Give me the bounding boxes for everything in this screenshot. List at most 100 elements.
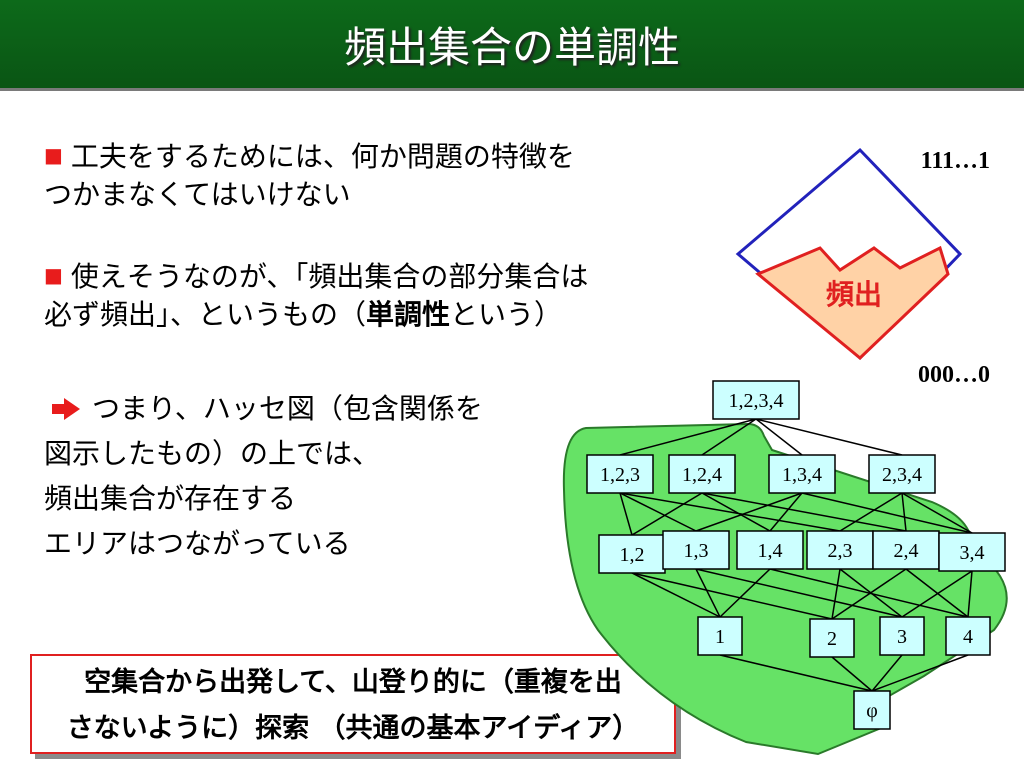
- hasse-edge: [839, 492, 903, 532]
- hasse-edge: [905, 568, 969, 618]
- bullet-2-line2-post: という）: [450, 298, 563, 331]
- hasse-edge: [701, 492, 771, 532]
- hasse-edge: [695, 492, 803, 532]
- hasse-node-label: 2: [827, 628, 837, 650]
- hasse-edge: [631, 572, 721, 618]
- hasse-edge: [967, 570, 973, 618]
- hasse-node-box: [809, 618, 855, 658]
- hasse-node-label: 1,3: [684, 540, 709, 562]
- hasse-edge: [755, 418, 903, 456]
- bottom-label: 000…0: [918, 362, 990, 388]
- bullet-2-line2-pre: 必ず頻出」、というもの（: [44, 298, 367, 331]
- hasse-diagram: 1,2,3,4 1,2,3 1,2,4 1,3,4 2,3,4 1,2 1,3 1,4 2,3 2…: [562, 380, 1008, 756]
- hasse-node: 1,2,4: [668, 454, 736, 494]
- hasse-node-label: 1,2,4: [682, 464, 722, 486]
- hasse-edge: [831, 656, 873, 692]
- hasse-edge: [769, 492, 803, 532]
- bullet-1-line1: 工夫をするためには、何か問題の特徴を: [70, 140, 575, 173]
- hasse-node-label: 3,4: [960, 542, 985, 564]
- frequent-label: 頻出: [826, 278, 882, 311]
- bullet-2: ■ 使えそうなのが、「頻出集合の部分集合は 必ず頻出」、というもの（単調性という）: [44, 256, 588, 334]
- frequent-region: [755, 245, 950, 361]
- hasse-node: 1,2,3: [586, 454, 654, 494]
- hasse-node-box: [668, 454, 736, 494]
- hasse-edge: [831, 568, 907, 620]
- hasse-edge: [631, 492, 703, 536]
- hasse-node-label: φ: [866, 700, 878, 722]
- bullet-2-line2: 必ず頻出」、というもの（単調性という）: [44, 296, 588, 334]
- hasse-node: 2,4: [872, 530, 940, 570]
- callout-line1: 空集合から出発して、山登り的に（重複を出: [84, 667, 622, 698]
- bullet-3-line3: 頻出集合が存在する: [44, 482, 297, 515]
- hasse-node-box: [853, 690, 891, 730]
- bullet-1-line2: つかまなくてはいけない: [44, 178, 351, 211]
- hasse-edge: [831, 568, 841, 620]
- hasse-edge: [901, 492, 973, 534]
- bullet-3: つまり、ハッセ図（包含関係を 図示したもの）の上では、 頻出集合が存在する エリ…: [44, 386, 483, 566]
- hasse-edge: [719, 568, 771, 618]
- hasse-nodes: 1,2,3,4 1,2,3 1,2,4 1,3,4 2,3,4 1,2 1,3 1,4 2,3 2…: [586, 380, 1006, 730]
- frequent-itemset-area: [562, 422, 1008, 756]
- hasse-node: 3,4: [938, 532, 1006, 572]
- bullet-3-line4: エリアはつながっている: [44, 527, 351, 560]
- hasse-node-label: 1: [715, 626, 725, 648]
- hasse-node-label: 1,2: [620, 544, 645, 566]
- bullet-2-line1: 使えそうなのが、「頻出集合の部分集合は: [70, 260, 589, 293]
- hasse-edge: [619, 418, 757, 456]
- callout-box: 空集合から出発して、山登り的に（重複を出 さないように）探索 （共通の基本アイデ…: [30, 654, 676, 754]
- hasse-edge: [901, 570, 973, 618]
- hasse-node: 2: [809, 618, 855, 658]
- hasse-edge: [695, 568, 903, 618]
- hasse-edge: [701, 418, 757, 456]
- hasse-node: 1,4: [736, 530, 804, 570]
- hasse-node-box: [736, 530, 804, 570]
- hasse-node: 1: [697, 616, 743, 656]
- top-label: 111…1: [921, 148, 990, 174]
- hasse-edge: [801, 492, 973, 534]
- hasse-node-label: 2,3,4: [882, 464, 922, 486]
- hasse-edge: [871, 654, 903, 692]
- hasse-node-label: 1,2,3: [600, 464, 640, 486]
- arrow-right-icon: [52, 398, 80, 420]
- bullet-2-bold-term: 単調性: [366, 298, 451, 331]
- hasse-edge: [871, 654, 969, 692]
- hasse-edge: [769, 568, 969, 618]
- hasse-edge: [701, 492, 907, 532]
- bullet-square-icon: ■: [44, 263, 63, 287]
- hasse-node-box: [586, 454, 654, 494]
- bullet-square-icon: ■: [44, 143, 63, 167]
- hasse-node-label: 4: [963, 626, 973, 648]
- slide-title: 頻出集合の単調性: [343, 22, 680, 72]
- hasse-node-box: [768, 454, 836, 494]
- hasse-node-box: [662, 530, 730, 570]
- hasse-node: 2,3: [806, 530, 874, 570]
- hasse-edge: [755, 418, 803, 456]
- hasse-node-box: [868, 454, 936, 494]
- bullet-1: ■ 工夫をするためには、何か問題の特徴を つかまなくてはいけない: [44, 136, 575, 214]
- hasse-node-label: 2,3: [828, 540, 853, 562]
- hasse-node-label: 1,4: [758, 540, 783, 562]
- hasse-node: 1,2: [598, 534, 666, 574]
- hasse-node-label: 3: [897, 626, 907, 648]
- hasse-edge: [901, 492, 907, 532]
- hasse-edge: [631, 572, 833, 620]
- hasse-edge: [695, 568, 721, 618]
- hasse-node-box: [806, 530, 874, 570]
- callout-line2: さないように）探索 （共通の基本アイディア）: [66, 713, 640, 744]
- hasse-node: φ: [853, 690, 891, 730]
- bullet-3-line1: つまり、ハッセ図（包含関係を: [92, 392, 483, 425]
- hasse-node: 1,3: [662, 530, 730, 570]
- hasse-node: 3: [879, 616, 925, 656]
- hasse-node-box: [879, 616, 925, 656]
- hasse-node-label: 1,2,3,4: [729, 390, 784, 412]
- hasse-edge: [719, 654, 873, 692]
- hasse-node-box: [938, 532, 1006, 572]
- hasse-edges: [619, 418, 973, 692]
- hasse-node: 2,3,4: [868, 454, 936, 494]
- hasse-node: 1,3,4: [768, 454, 836, 494]
- hasse-node-box: [598, 534, 666, 574]
- hasse-node: 1,2,3,4: [712, 380, 800, 420]
- hasse-edge: [619, 492, 841, 532]
- hasse-edge: [619, 492, 633, 536]
- title-bar: 頻出集合の単調性: [0, 0, 1024, 91]
